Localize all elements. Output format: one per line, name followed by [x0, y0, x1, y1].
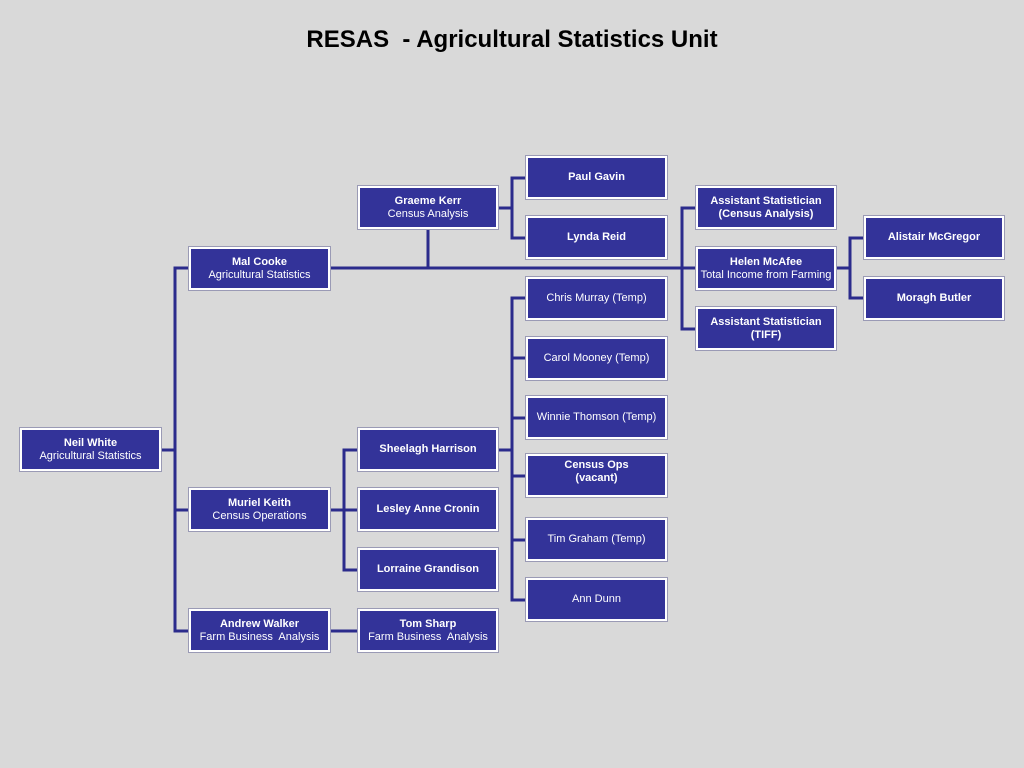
node-role: Farm Business Analysis	[368, 630, 488, 643]
node-name: Lorraine Grandison	[376, 563, 480, 575]
page-title: RESAS - Agricultural Statistics Unit	[306, 26, 718, 53]
node-name: Neil White	[63, 436, 118, 449]
node-paul-gavin: Paul Gavin	[525, 155, 668, 200]
node-lynda-reid: Lynda Reid	[525, 215, 668, 260]
node-name: Ann Dunn	[572, 593, 621, 605]
node-tim-graham: Tim Graham (Temp)	[525, 517, 668, 562]
node-name: Paul Gavin	[568, 171, 625, 183]
node-assistant-statistician-tiff: Assistant Statistician (TIFF)	[695, 306, 837, 351]
node-assistant-statistician-census: Assistant Statistician (Census Analysis)	[695, 185, 837, 230]
node-name: Carol Mooney (Temp)	[543, 352, 650, 364]
node-name: Census Ops (vacant)	[564, 459, 629, 484]
node-name: Assistant Statistician (Census Analysis)	[710, 194, 822, 220]
node-name: Lesley Anne Cronin	[376, 503, 480, 515]
node-name: Sheelagh Harrison	[379, 443, 477, 455]
node-sheelagh-harrison: Sheelagh Harrison	[357, 427, 499, 472]
node-graeme-kerr: Graeme Kerr Census Analysis	[357, 185, 499, 230]
node-role: Census Operations	[212, 509, 307, 522]
node-name: Tom Sharp	[399, 617, 457, 630]
node-name: Chris Murray (Temp)	[546, 292, 647, 304]
node-name: Graeme Kerr	[394, 194, 462, 207]
node-neil-white: Neil White Agricultural Statistics	[19, 427, 162, 472]
node-name: Alistair McGregor	[887, 231, 981, 243]
node-name: Winnie Thomson (Temp)	[536, 411, 657, 423]
node-name: Lynda Reid	[567, 231, 626, 243]
node-carol-mooney: Carol Mooney (Temp)	[525, 336, 668, 381]
node-census-ops-vacant: Census Ops (vacant)	[525, 453, 668, 498]
node-role: Agricultural Statistics	[208, 268, 311, 281]
node-muriel-keith: Muriel Keith Census Operations	[188, 487, 331, 532]
node-role: Total Income from Farming	[700, 268, 832, 281]
node-helen-mcafee: Helen McAfee Total Income from Farming	[695, 246, 837, 291]
node-role: Census Analysis	[387, 207, 469, 220]
node-lorraine-grandison: Lorraine Grandison	[357, 547, 499, 592]
node-name: Tim Graham (Temp)	[547, 533, 646, 545]
node-ann-dunn: Ann Dunn	[525, 577, 668, 622]
node-tom-sharp: Tom Sharp Farm Business Analysis	[357, 608, 499, 653]
node-role: Farm Business Analysis	[199, 630, 320, 643]
node-name: Assistant Statistician (TIFF)	[710, 315, 822, 341]
node-name: Muriel Keith	[228, 496, 291, 509]
node-winnie-thomson: Winnie Thomson (Temp)	[525, 395, 668, 440]
node-alistair-mcgregor: Alistair McGregor	[863, 215, 1005, 260]
node-role: Agricultural Statistics	[39, 449, 142, 462]
node-name: Helen McAfee	[729, 255, 803, 268]
node-andrew-walker: Andrew Walker Farm Business Analysis	[188, 608, 331, 653]
node-moragh-butler: Moragh Butler	[863, 276, 1005, 321]
node-name: Mal Cooke	[231, 255, 287, 268]
node-lesley-anne-cronin: Lesley Anne Cronin	[357, 487, 499, 532]
node-name: Andrew Walker	[219, 617, 300, 630]
node-chris-murray: Chris Murray (Temp)	[525, 276, 668, 321]
node-name: Moragh Butler	[896, 292, 972, 304]
node-mal-cooke: Mal Cooke Agricultural Statistics	[188, 246, 331, 291]
